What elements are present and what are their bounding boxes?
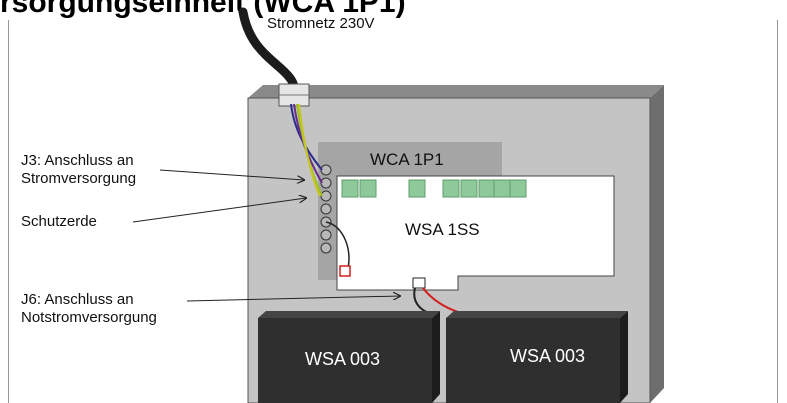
battery-left-label: WSA 003 [305,349,381,369]
battery-left-side [432,311,440,403]
j3-callout: J3: Anschluss an Stromversorgung [21,152,136,188]
earth-callout-text: Schutzerde [21,213,97,230]
battery-right-side [620,311,628,403]
battery-wire-red [422,287,459,313]
mains-label: Stromnetz 230V [267,15,375,33]
j6-connector [412,277,426,289]
j3-callout-line1: J3: Anschluss an [21,152,134,169]
battery-right-label: WSA 003 [510,346,586,366]
j6-callout-line1: J6: Anschluss an [21,291,134,308]
wsa1ss-board [336,175,615,291]
j3-arrow [159,169,304,180]
wca-board [318,142,502,280]
cabinet-top-bevel [248,85,664,98]
mains-wires [290,103,323,197]
small-connector [339,265,351,277]
j6-callout-line2: Notstromversorgung [21,309,157,326]
j6-callout: J6: Anschluss an Notstromversorgung [21,291,157,327]
battery-right-top [446,311,628,318]
wsa1ss-board-label: WSA 1SS [405,220,480,239]
battery-left-body [258,318,432,403]
wca-board-label: WCA 1P1 [370,150,444,169]
page-heading: rsorgungseinheit (WCA 1P1) [0,0,406,19]
mains-label-text: Stromnetz 230V [267,15,375,32]
j3-callout-line2: Stromversorgung [21,170,137,187]
earth-arrow [132,198,306,223]
j6-arrow [186,296,400,302]
terminal-block [320,164,332,254]
cabinet-side-shadow [650,85,664,403]
frame-right-line [777,20,778,403]
frame-left-line [8,20,9,403]
battery-left-top [258,311,440,318]
relays [341,179,527,198]
battery-right-body [446,318,620,403]
internal-wire [325,221,350,269]
earth-callout: Schutzerde [21,213,97,231]
